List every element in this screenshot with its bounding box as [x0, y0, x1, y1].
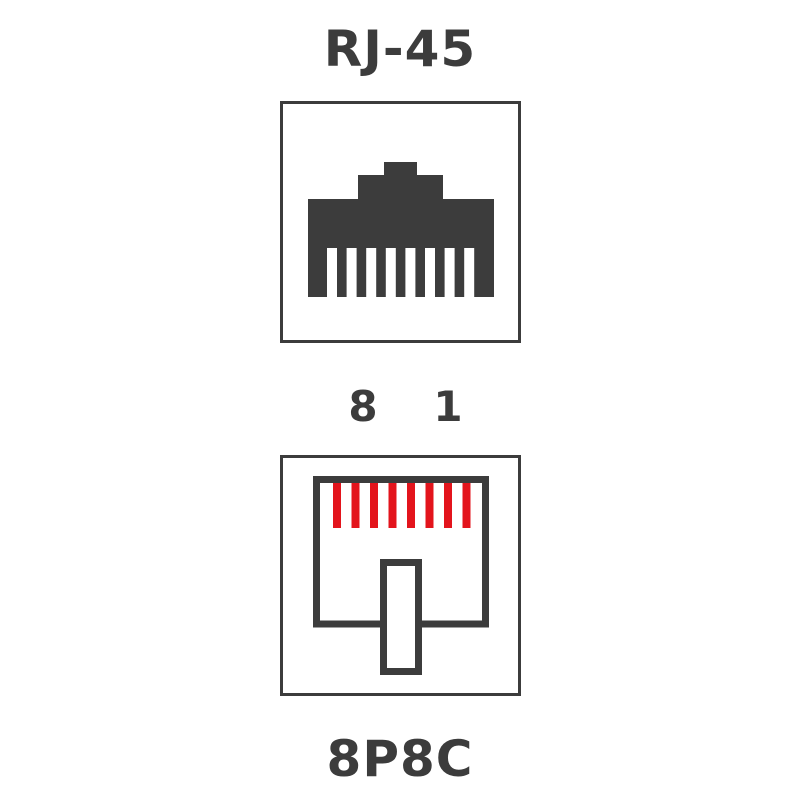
socket-panel [280, 101, 521, 343]
connector-title: RJ-45 [323, 20, 477, 78]
plug-contact [388, 483, 397, 528]
plug-contact [370, 483, 378, 528]
plug-panel [280, 455, 521, 696]
plug-body-outline [313, 476, 489, 628]
connector-type-label: 8P8C [326, 730, 474, 788]
socket-slot [346, 248, 357, 297]
socket-slot [366, 248, 377, 297]
plug-contact [333, 483, 341, 528]
plug-latch [380, 559, 422, 675]
socket-frame [280, 101, 521, 343]
plug-contact [407, 483, 415, 528]
plug-contact [425, 483, 434, 528]
plug-contact [444, 483, 452, 528]
plug-contact [462, 483, 471, 528]
socket-slot [327, 248, 337, 297]
socket-slots [327, 248, 475, 297]
plug-contacts [333, 483, 471, 528]
socket-icon [308, 162, 494, 297]
socket-slot [385, 248, 396, 297]
socket-slot [464, 248, 475, 297]
socket-slot [425, 248, 435, 297]
plug-contact [351, 483, 360, 528]
plug-frame [280, 455, 521, 696]
socket-slot [405, 248, 416, 297]
pin-label-8: 8 [348, 382, 378, 431]
socket-slot [444, 248, 455, 297]
pin-label-1: 1 [433, 382, 463, 431]
